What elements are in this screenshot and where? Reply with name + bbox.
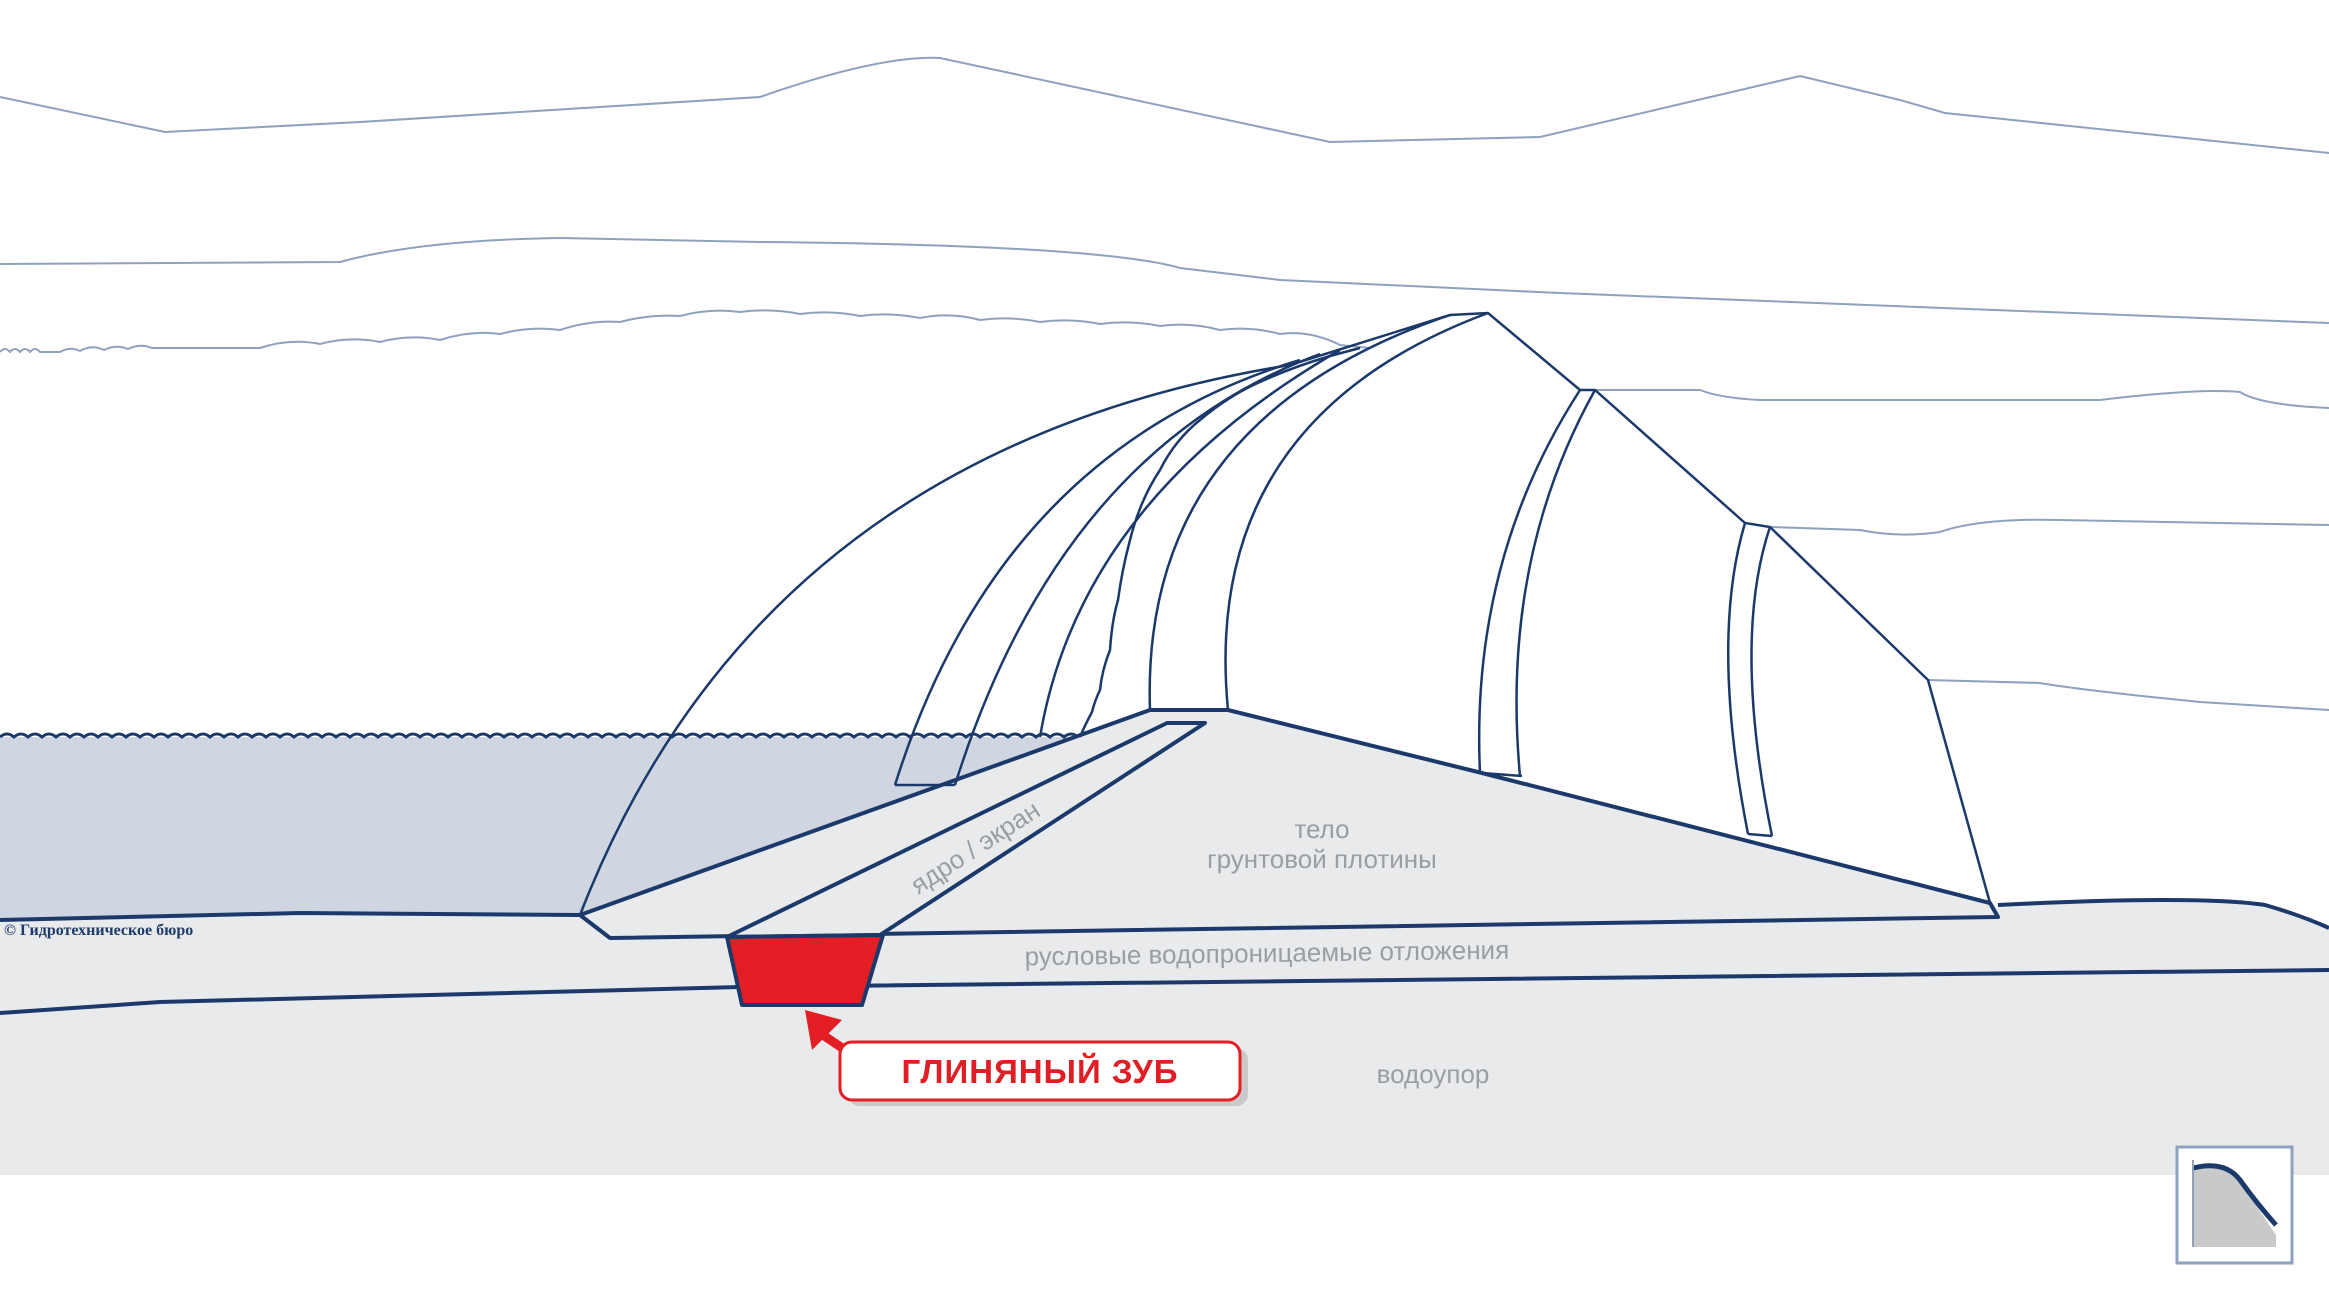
water-surface-line xyxy=(0,734,1078,737)
contour-line-4 xyxy=(1595,390,2329,408)
berm-1-lower xyxy=(1517,390,1595,776)
aquitard-label: водоупор xyxy=(1377,1059,1490,1089)
berm-2-base xyxy=(1748,834,1772,836)
berm-1-upper xyxy=(1479,390,1580,773)
rip-rap-line-2 xyxy=(1040,350,1340,737)
terrain-contours xyxy=(0,58,2329,710)
contour-line-5 xyxy=(1770,520,2329,535)
berm-2-lower xyxy=(1751,527,1772,836)
dam-body-label-line2: грунтовой плотины xyxy=(1207,844,1437,874)
contour-line-1 xyxy=(0,58,2329,153)
contour-line-2 xyxy=(0,238,2329,323)
dam-body-label-line1: тело xyxy=(1294,814,1349,844)
callout-label: ГЛИНЯНЫЙ ЗУБ xyxy=(902,1052,1179,1090)
rip-rap-line xyxy=(1080,348,1360,737)
contour-line-3 xyxy=(0,310,1370,352)
hydro-bureau-logo-icon xyxy=(2177,1147,2292,1263)
clay-tooth xyxy=(727,935,883,1005)
berm-2-upper xyxy=(1728,523,1748,834)
copyright-text: © Гидротехническое бюро xyxy=(4,922,193,939)
contour-line-6 xyxy=(1928,680,2329,710)
callout-box: ГЛИНЯНЫЙ ЗУБ xyxy=(840,1042,1248,1106)
